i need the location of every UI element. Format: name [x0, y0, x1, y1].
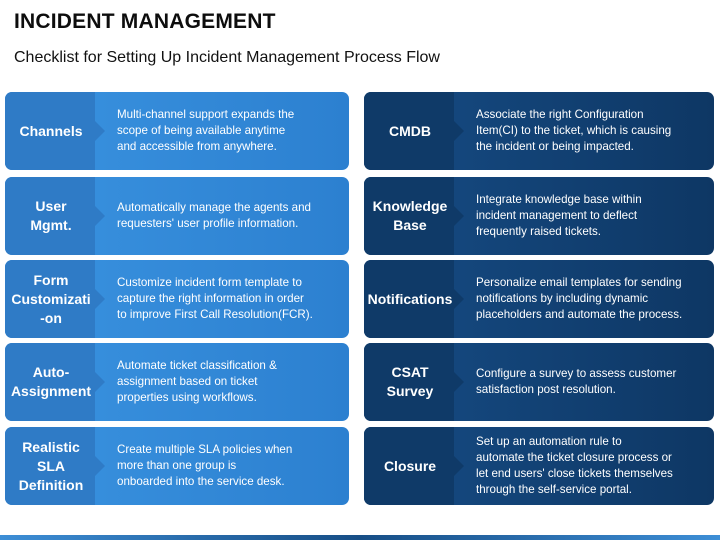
card-label-arrow — [364, 92, 464, 170]
checklist-card-closure: Set up an automation rule to automate th… — [364, 427, 714, 505]
card-label-arrow — [364, 177, 464, 255]
checklist-card-form-customization: Customize incident form template to capt… — [5, 260, 349, 338]
checklist-card-csat-survey: Configure a survey to assess customer sa… — [364, 343, 714, 421]
checklist-card-user-mgmt: Automatically manage the agents and requ… — [5, 177, 349, 255]
card-label: Channels — [19, 122, 83, 139]
card-label-arrow — [5, 92, 105, 170]
card-description: Personalize email templates for sending … — [476, 276, 683, 321]
card-label: Notifications — [367, 290, 453, 307]
checklist-card-channels: Multi-channel support expands the scope … — [5, 92, 349, 170]
card-description: Multi-channel support expands the scope … — [117, 108, 295, 153]
checklist-card-sla-definition: Create multiple SLA policies when more t… — [5, 427, 349, 505]
card-label: Form Customizati -on — [11, 271, 91, 326]
card-description: Automatically manage the agents and requ… — [117, 201, 311, 230]
card-description: Configure a survey to assess customer sa… — [476, 367, 677, 396]
card-label-arrow — [5, 343, 105, 421]
card-description: Set up an automation rule to automate th… — [476, 435, 673, 496]
page-subtitle: Checklist for Setting Up Incident Manage… — [14, 49, 440, 66]
bottom-accent-bar — [0, 535, 720, 540]
checklist-card-cmdb: Associate the right Configuration Item(C… — [364, 92, 714, 170]
card-label: CMDB — [389, 122, 431, 139]
card-label: Realistic SLA Definition — [18, 438, 84, 493]
card-label: Auto- Assignment — [10, 364, 92, 399]
checklist-card-notifications: Personalize email templates for sending … — [364, 260, 714, 338]
card-label-arrow — [5, 177, 105, 255]
card-label-arrow — [5, 427, 105, 505]
card-label-arrow — [364, 427, 464, 505]
checklist-card-knowledge-base: Integrate knowledge base within incident… — [364, 177, 714, 255]
card-description: Create multiple SLA policies when more t… — [117, 443, 293, 488]
card-label: CSAT Survey — [386, 364, 434, 399]
card-label: Knowledge Base — [372, 198, 448, 233]
card-description: Associate the right Configuration Item(C… — [476, 108, 672, 153]
card-description: Customize incident form template to capt… — [117, 276, 313, 321]
card-label: User Mgmt. — [30, 198, 72, 233]
card-description: Automate ticket classification & assignm… — [117, 359, 277, 404]
card-description: Integrate knowledge base within incident… — [476, 193, 642, 238]
checklist-card-auto-assignment: Automate ticket classification & assignm… — [5, 343, 349, 421]
card-label-arrow — [364, 343, 464, 421]
card-label-arrow — [364, 260, 464, 338]
card-label: Closure — [383, 457, 437, 474]
page-title: INCIDENT MANAGEMENT — [14, 10, 276, 33]
card-label-arrow — [5, 260, 105, 338]
